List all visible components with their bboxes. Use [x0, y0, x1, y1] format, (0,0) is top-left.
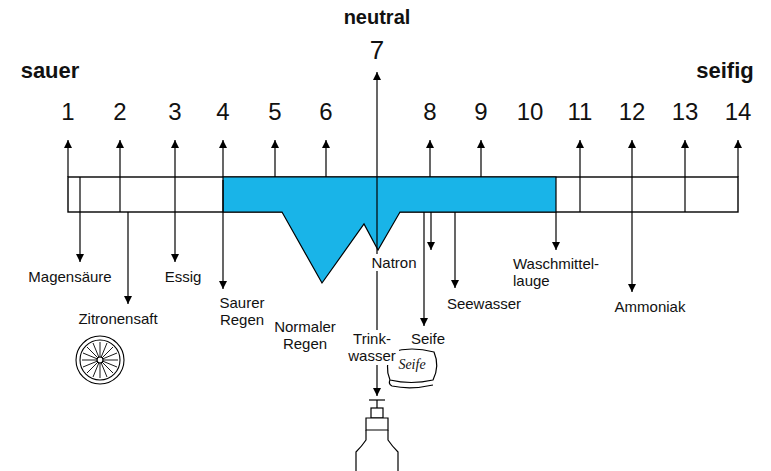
- ph-value: 12: [612, 98, 652, 126]
- ph-value: 10: [510, 98, 550, 126]
- ph-value: 7: [357, 36, 397, 66]
- scale-end-label: sauer: [7, 58, 93, 83]
- substance-label: Trink- wasser: [345, 330, 399, 365]
- ph-value: 4: [203, 98, 243, 126]
- substance-label: Zitronensaft: [66, 310, 170, 327]
- lemon-illustration: [76, 336, 124, 384]
- substance-label: Natron: [368, 254, 420, 271]
- ph-value: 14: [718, 98, 758, 126]
- bar-dividers: [80, 177, 685, 212]
- soap-inscription: Seife: [390, 357, 434, 373]
- ph-value: 13: [665, 98, 705, 126]
- scale-end-label: seifig: [683, 58, 767, 83]
- neutral-range-band: [223, 177, 556, 283]
- substance-label: Seewasser: [442, 295, 526, 312]
- substance-label: Magensäure: [18, 268, 122, 285]
- faucet-illustration: [356, 400, 398, 471]
- substance-label: Saurer Regen: [213, 294, 271, 329]
- scale-heading: neutral: [322, 6, 432, 29]
- ph-value: 1: [48, 98, 88, 126]
- ph-value: 6: [306, 98, 346, 126]
- substance-label: Normaler Regen: [266, 318, 344, 353]
- substance-label: Essig: [153, 268, 213, 285]
- ph-value: 9: [461, 98, 501, 126]
- substance-label: Waschmittel- lauge: [513, 255, 615, 290]
- ph-value: 3: [155, 98, 195, 126]
- leader-arrows: [80, 177, 632, 396]
- substance-label: Seife: [403, 330, 453, 347]
- ph-value: 11: [560, 98, 600, 126]
- ph-value: 2: [100, 98, 140, 126]
- scale-arrows: [68, 72, 738, 230]
- ph-value: 8: [410, 98, 450, 126]
- ph-value: 5: [255, 98, 295, 126]
- substance-label: Ammoniak: [605, 298, 695, 315]
